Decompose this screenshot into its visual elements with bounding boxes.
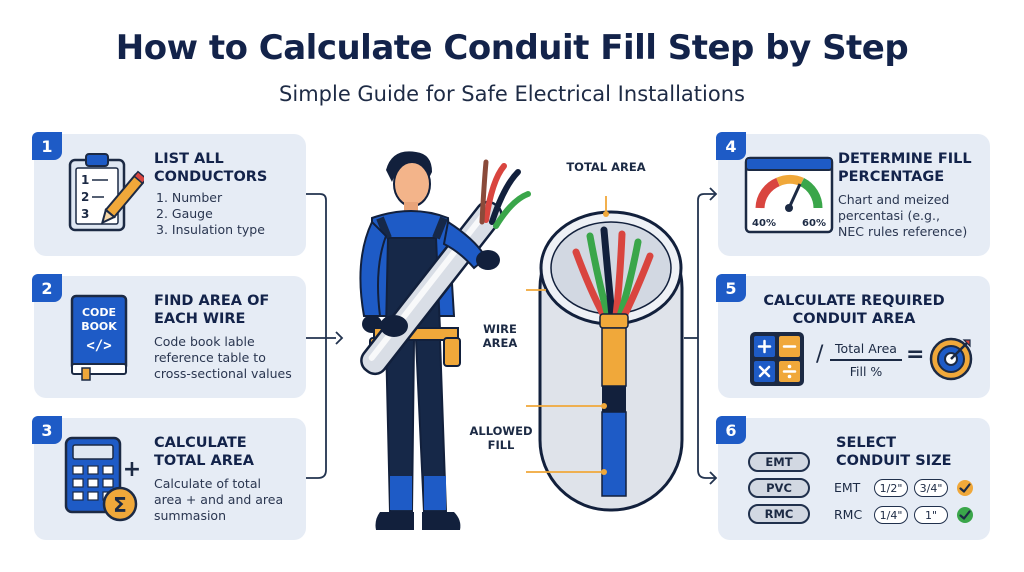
clipboard-icon: 1 2 3 [68,153,144,232]
step-number-badge: 2 [32,274,62,302]
size-row-type: RMC [834,507,863,522]
conduit-pipe-rmc: RMC [748,504,810,524]
formula-denominator: Fill % [849,364,883,379]
size-tag: 1/4" [874,506,908,524]
step-number-badge: 6 [716,416,746,444]
size-tag: 3/4" [914,479,948,497]
formula-slash: / [816,342,824,367]
check-green-icon [957,507,973,523]
total-area-label: TOTAL AREA [566,160,646,174]
conduit-cross-section-diagram [526,196,684,512]
size-tag: 1/2" [874,479,908,497]
step-number-badge: 5 [716,274,746,302]
code-book-icon: CODE BOOK </> [70,294,128,381]
electrician-illustration [359,151,531,530]
step-number-badge: 3 [32,416,62,444]
gauge-label-40: 40% [752,218,776,229]
step-number-badge: 4 [716,132,746,160]
calculator-keys-icon [750,332,804,386]
code-symbol: </> [86,338,111,354]
formula-equals: = [906,342,925,367]
gauge-label-60: 60% [802,218,826,229]
sigma-icon: Σ [113,493,127,517]
page-subtitle: Simple Guide for Safe Electrical Install… [279,82,745,106]
conduit-pipe-emt: EMT [748,452,810,472]
page-title: How to Calculate Conduit Fill Step by St… [115,28,909,68]
formula-fraction-bar [830,359,902,361]
clipboard-number-1: 1 [81,173,89,187]
plus-icon: + [123,457,141,482]
clipboard-number-3: 3 [81,207,89,221]
code-book-word-2: BOOK [81,320,117,333]
check-orange-icon [957,480,973,496]
size-row-type: EMT [834,480,861,495]
size-tag: 1" [914,506,948,524]
calculator-icon: + Σ [64,436,141,522]
target-icon [929,337,973,381]
code-book-word-1: CODE [82,306,116,319]
step-number-badge: 1 [32,132,62,160]
clipboard-number-2: 2 [81,190,89,204]
conduit-pipe-pvc: PVC [748,478,810,498]
formula-numerator: Total Area [835,341,897,356]
gauge-chart-icon: 40% 60% [744,156,834,234]
